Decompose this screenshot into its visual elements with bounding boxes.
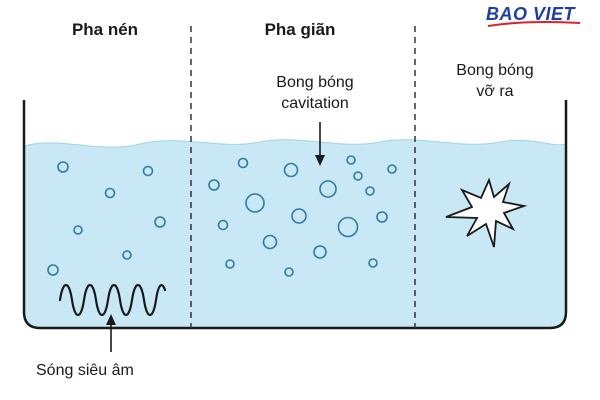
burst-label-line1: Bong bóng (456, 62, 534, 79)
arrow-icon (315, 122, 325, 166)
compression-bubbles (47, 161, 166, 276)
bubble (245, 193, 265, 213)
bubble (142, 165, 154, 177)
bubble (122, 250, 132, 260)
burst-label-line2: vỡ ra (476, 83, 514, 100)
bubble (313, 245, 327, 259)
bubble (57, 161, 69, 173)
bubble (262, 234, 278, 250)
bubble (208, 179, 220, 191)
expansion-bubbles (208, 155, 397, 277)
bubble (365, 186, 375, 196)
bubble (73, 225, 83, 235)
sine-wave-icon (58, 283, 167, 317)
bubble (225, 259, 235, 269)
bubble (47, 264, 59, 276)
bubble (353, 171, 363, 181)
bubble (387, 164, 397, 174)
bubble (217, 219, 229, 231)
water (24, 139, 566, 328)
bubble (283, 162, 299, 178)
cavitation-label-line1: Bong bóng (276, 74, 354, 91)
bubble (284, 267, 294, 277)
bubble (346, 155, 356, 165)
bubble (376, 211, 388, 223)
cavitation-bubble-label: Bong bóng cavitation (245, 72, 385, 114)
ultrasound-wave-label: Sóng siêu âm (36, 362, 134, 379)
bubble (319, 180, 337, 198)
bubble (291, 208, 307, 224)
bubble (104, 187, 116, 199)
phase-heading-expansion: Pha giãn (264, 20, 336, 39)
logo-swoosh-icon (487, 21, 581, 27)
baoviet-logo: BAO VIET (486, 4, 582, 28)
logo-text: BAO VIET (486, 4, 576, 24)
bubble (154, 216, 166, 228)
burst-bubble-label: Bong bóng vỡ ra (430, 60, 560, 102)
tank-outline (22, 100, 568, 330)
burst-star-icon (445, 177, 528, 248)
bubble (337, 216, 359, 238)
cavitation-label-line2: cavitation (281, 95, 349, 112)
bubble (237, 157, 249, 169)
arrow-icon (106, 314, 116, 352)
phase-heading-compression: Pha nén (71, 20, 139, 39)
bubble (368, 258, 378, 268)
water-surface (23, 139, 567, 148)
